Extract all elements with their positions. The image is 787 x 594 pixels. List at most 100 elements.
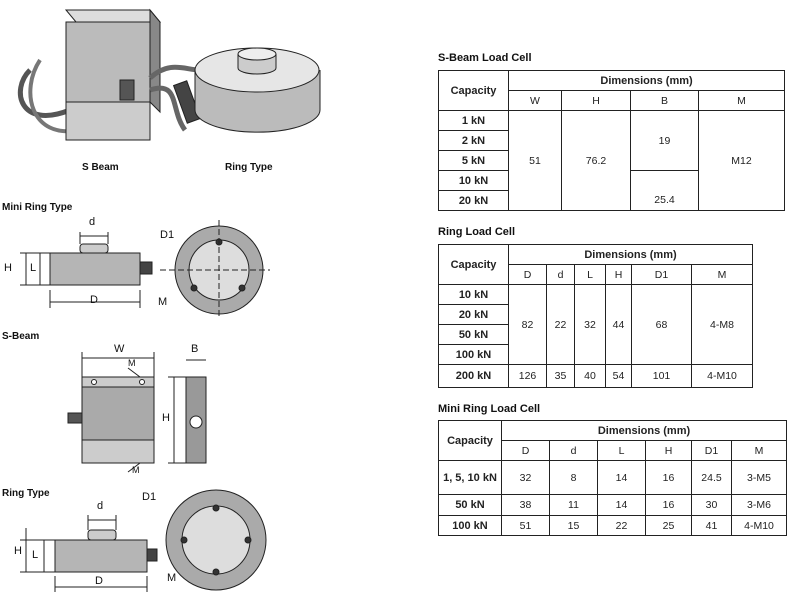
- ring-top-drawing: [165, 489, 267, 591]
- dim-H-sbeam: H: [162, 412, 170, 424]
- value-cell: 8: [549, 460, 598, 495]
- value-cell: 44: [605, 284, 632, 365]
- col-header: H: [561, 90, 631, 111]
- drawings: [17, 8, 321, 592]
- value-cell: 32: [501, 460, 550, 495]
- capacity-cell: 10 kN: [438, 170, 509, 191]
- dimensions-header: Dimensions (mm): [507, 70, 786, 91]
- value-cell: 11: [549, 494, 598, 516]
- col-header: D: [501, 440, 550, 461]
- col-header: H: [645, 440, 692, 461]
- capacity-cell: 20 kN: [438, 304, 509, 325]
- value-cell: 54: [605, 364, 632, 388]
- s-beam-side-drawing: [168, 359, 207, 464]
- value-cell: 3-M6: [730, 494, 787, 516]
- s-beam-table-title: S-Beam Load Cell: [438, 52, 532, 64]
- value-cell: 16: [645, 460, 692, 495]
- mini-ring-table-title: Mini Ring Load Cell: [438, 403, 541, 415]
- ring-photo: [148, 47, 321, 133]
- col-header: D: [508, 264, 547, 285]
- col-header: M: [690, 264, 754, 285]
- dim-d-ring: d: [97, 500, 104, 512]
- dim-D1: D1: [160, 229, 175, 241]
- col-header: L: [574, 264, 606, 285]
- col-header: H: [605, 264, 632, 285]
- value-cell: 51: [508, 110, 562, 211]
- s-beam-front-drawing: [67, 352, 155, 473]
- dimensions-header: Dimensions (mm): [500, 420, 787, 441]
- mini-ring-side-drawing: [20, 232, 153, 308]
- capacity-cell: 50 kN: [438, 494, 502, 516]
- ring-side-drawing: [20, 515, 158, 592]
- capacity-cell: 1, 5, 10 kN: [438, 460, 502, 495]
- dim-M-top: M: [128, 358, 136, 368]
- dim-L: L: [30, 262, 37, 274]
- dim-H: H: [4, 262, 12, 274]
- value-cell: 76.2: [561, 110, 631, 211]
- value-cell: 24.5: [691, 460, 732, 495]
- col-header: L: [597, 440, 646, 461]
- value-cell: 14: [597, 494, 646, 516]
- value-cell: 40: [574, 364, 606, 388]
- capacity-cell: 5 kN: [438, 150, 509, 171]
- value-cell: 30: [691, 494, 732, 516]
- ring-table-title: Ring Load Cell: [438, 226, 515, 238]
- value-cell: 68: [631, 284, 692, 365]
- value-cell: 25: [645, 515, 692, 536]
- capacity-cell: 100 kN: [438, 344, 509, 365]
- value-cell: 22: [546, 284, 575, 365]
- value-cell: 82: [508, 284, 547, 365]
- value-cell: 16: [645, 494, 692, 516]
- value-cell: 19: [630, 110, 699, 171]
- value-cell: 35: [546, 364, 575, 388]
- col-header: M: [730, 440, 787, 461]
- capacity-header: Capacity: [438, 70, 509, 111]
- s-beam-caption: S Beam: [82, 162, 119, 173]
- dim-D-ring: D: [95, 575, 103, 587]
- capacity-cell: 1 kN: [438, 110, 509, 131]
- value-cell: 101: [631, 364, 692, 388]
- value-cell: 126: [508, 364, 547, 388]
- value-cell: 22: [597, 515, 646, 536]
- dim-M-ring: M: [167, 572, 177, 584]
- capacity-cell: 200 kN: [438, 364, 509, 388]
- capacity-cell: 10 kN: [438, 284, 509, 305]
- s-beam-title: S-Beam: [2, 331, 40, 342]
- dim-L-ring: L: [32, 549, 39, 561]
- value-cell: 14: [597, 460, 646, 495]
- dim-M: M: [158, 296, 168, 308]
- value-cell: 3-M5: [730, 460, 787, 495]
- col-header: W: [508, 90, 562, 111]
- capacity-header: Capacity: [438, 420, 502, 461]
- ring-type-caption: Ring Type: [225, 162, 273, 173]
- capacity-cell: 20 kN: [438, 190, 509, 211]
- dim-D1-ring: D1: [142, 491, 157, 503]
- col-header: D1: [631, 264, 692, 285]
- value-cell: 41: [691, 515, 732, 536]
- value-cell: 15: [549, 515, 598, 536]
- capacity-header: Capacity: [438, 244, 509, 285]
- dimensions-header: Dimensions (mm): [507, 244, 754, 265]
- value-cell: M12: [697, 110, 786, 211]
- dim-H-ring: H: [14, 545, 22, 557]
- value-cell: 4-M10: [730, 515, 787, 536]
- mini-ring-top-drawing: [160, 220, 270, 318]
- dim-M-bottom: M: [132, 465, 140, 475]
- dim-W: W: [114, 343, 125, 355]
- dim-B: B: [191, 343, 199, 355]
- mini-ring-title: Mini Ring Type: [2, 202, 73, 213]
- dim-d: d: [89, 216, 96, 228]
- dim-D: D: [90, 294, 98, 306]
- s-beam-photo: [17, 8, 202, 141]
- value-cell: 51: [501, 515, 550, 536]
- capacity-cell: 100 kN: [438, 515, 502, 536]
- col-header: M: [697, 90, 786, 111]
- col-header: d: [549, 440, 598, 461]
- ring-type-title: Ring Type: [2, 488, 50, 499]
